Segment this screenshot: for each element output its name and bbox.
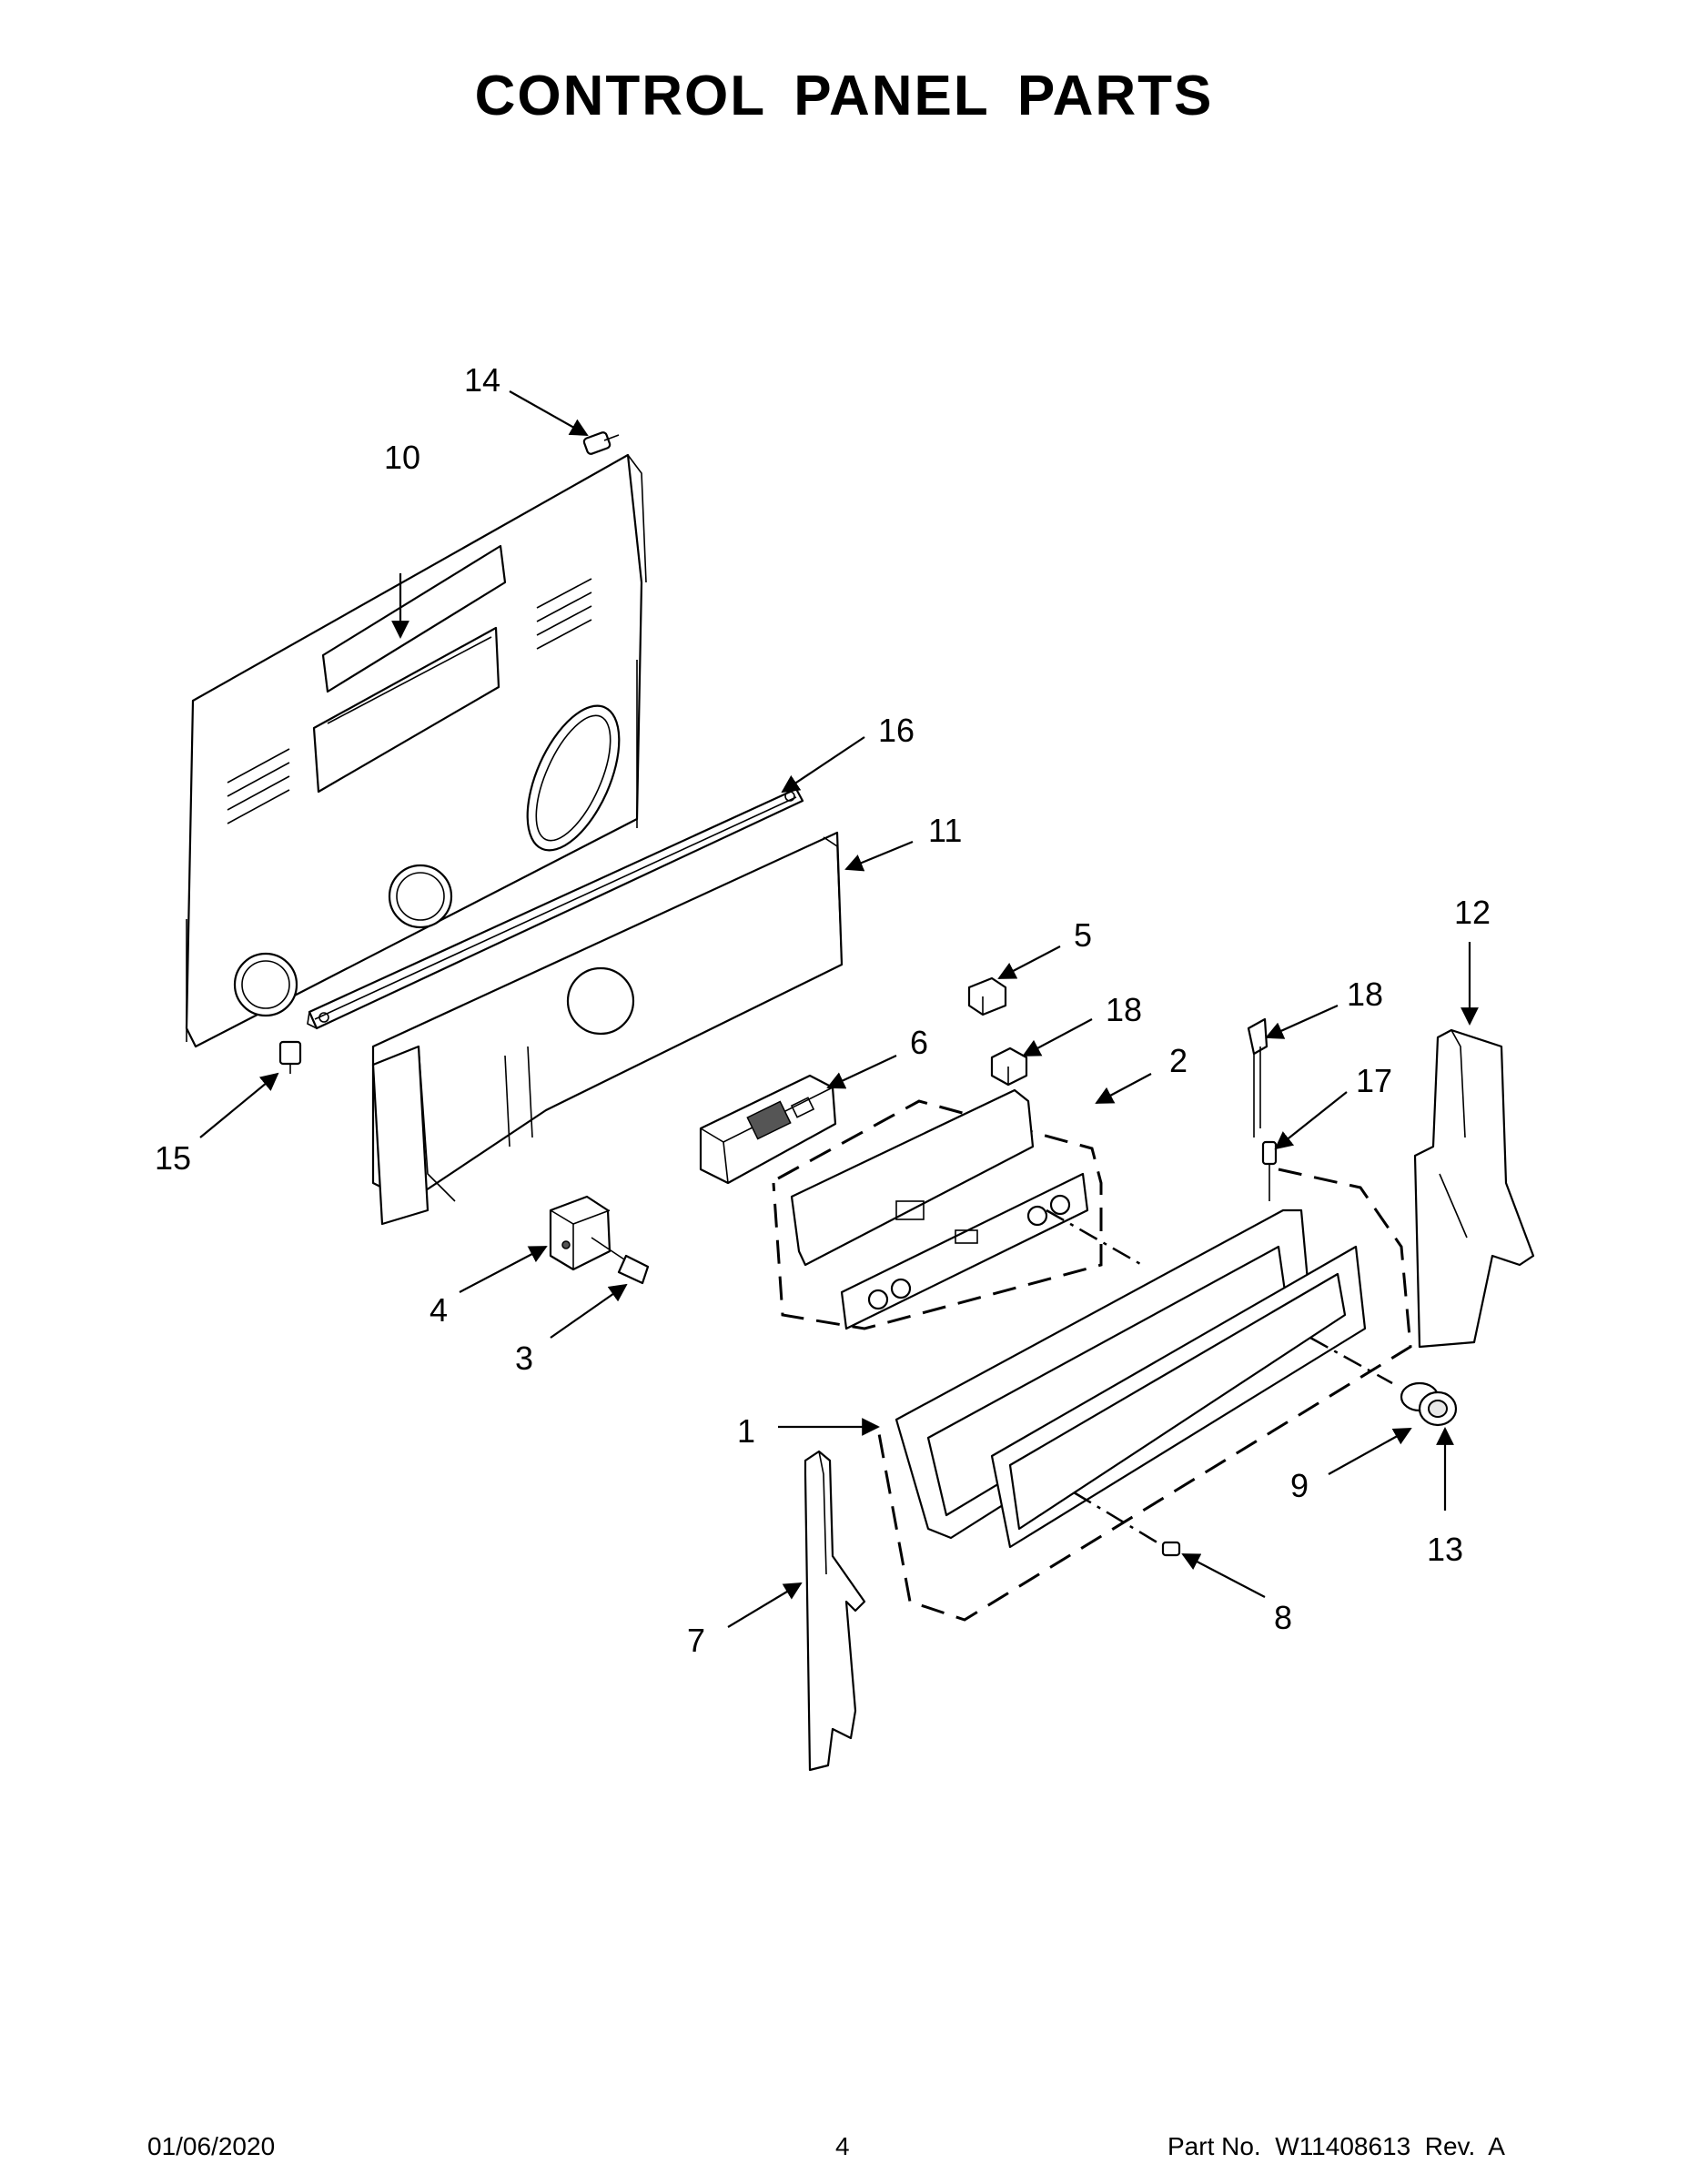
callout-13: 13 <box>1427 1531 1463 1568</box>
callout-1: 1 <box>737 1412 755 1450</box>
panel-support-part <box>371 831 844 1226</box>
callout-12: 12 <box>1454 894 1491 931</box>
callout-17: 17 <box>1356 1062 1392 1099</box>
screw-part-8 <box>1161 1541 1181 1557</box>
callout-5: 5 <box>1074 916 1092 954</box>
callout-6: 6 <box>910 1024 928 1061</box>
callout-18-right: 18 <box>1347 976 1383 1013</box>
callout-11: 11 <box>928 812 962 849</box>
bracket-strip-part <box>307 787 804 1030</box>
clip-part-17 <box>1261 1140 1278 1201</box>
console-part-2 <box>772 1088 1143 1330</box>
callout-3: 3 <box>515 1340 533 1377</box>
rear-panel-part <box>185 453 647 1048</box>
bracket-part-18b <box>1247 1017 1269 1138</box>
side-trim-part-7 <box>804 1450 866 1772</box>
footer-part-number: Part No. W11408613 Rev. A <box>1167 2132 1505 2160</box>
knob-part-9-13 <box>1400 1381 1458 1427</box>
side-trim-part-12 <box>1413 1028 1535 1349</box>
screw-part-14 <box>582 431 620 455</box>
switch-part-5 <box>967 976 1007 1016</box>
front-panel-part-1 <box>876 1168 1412 1622</box>
callout-4: 4 <box>430 1291 448 1329</box>
callout-16: 16 <box>878 712 915 749</box>
callout-15: 15 <box>155 1139 191 1177</box>
callout-7: 7 <box>687 1622 705 1659</box>
footer-date: 01/06/2020 <box>147 2132 276 2160</box>
page-title: CONTROL PANEL PARTS <box>474 65 1214 127</box>
knob-shaft-part-3 <box>591 1237 650 1285</box>
screw-part-15 <box>278 1040 302 1074</box>
footer-page-number: 4 <box>835 2132 850 2160</box>
clip-part-18a <box>990 1046 1028 1087</box>
callout-14: 14 <box>464 361 500 399</box>
callout-8: 8 <box>1274 1599 1292 1636</box>
switch-part-4 <box>549 1195 612 1271</box>
callout-9: 9 <box>1290 1467 1309 1504</box>
callout-2: 2 <box>1169 1042 1188 1079</box>
callout-18-left: 18 <box>1106 991 1142 1028</box>
control-board-part-6 <box>699 1074 837 1185</box>
callout-10: 10 <box>384 439 420 476</box>
